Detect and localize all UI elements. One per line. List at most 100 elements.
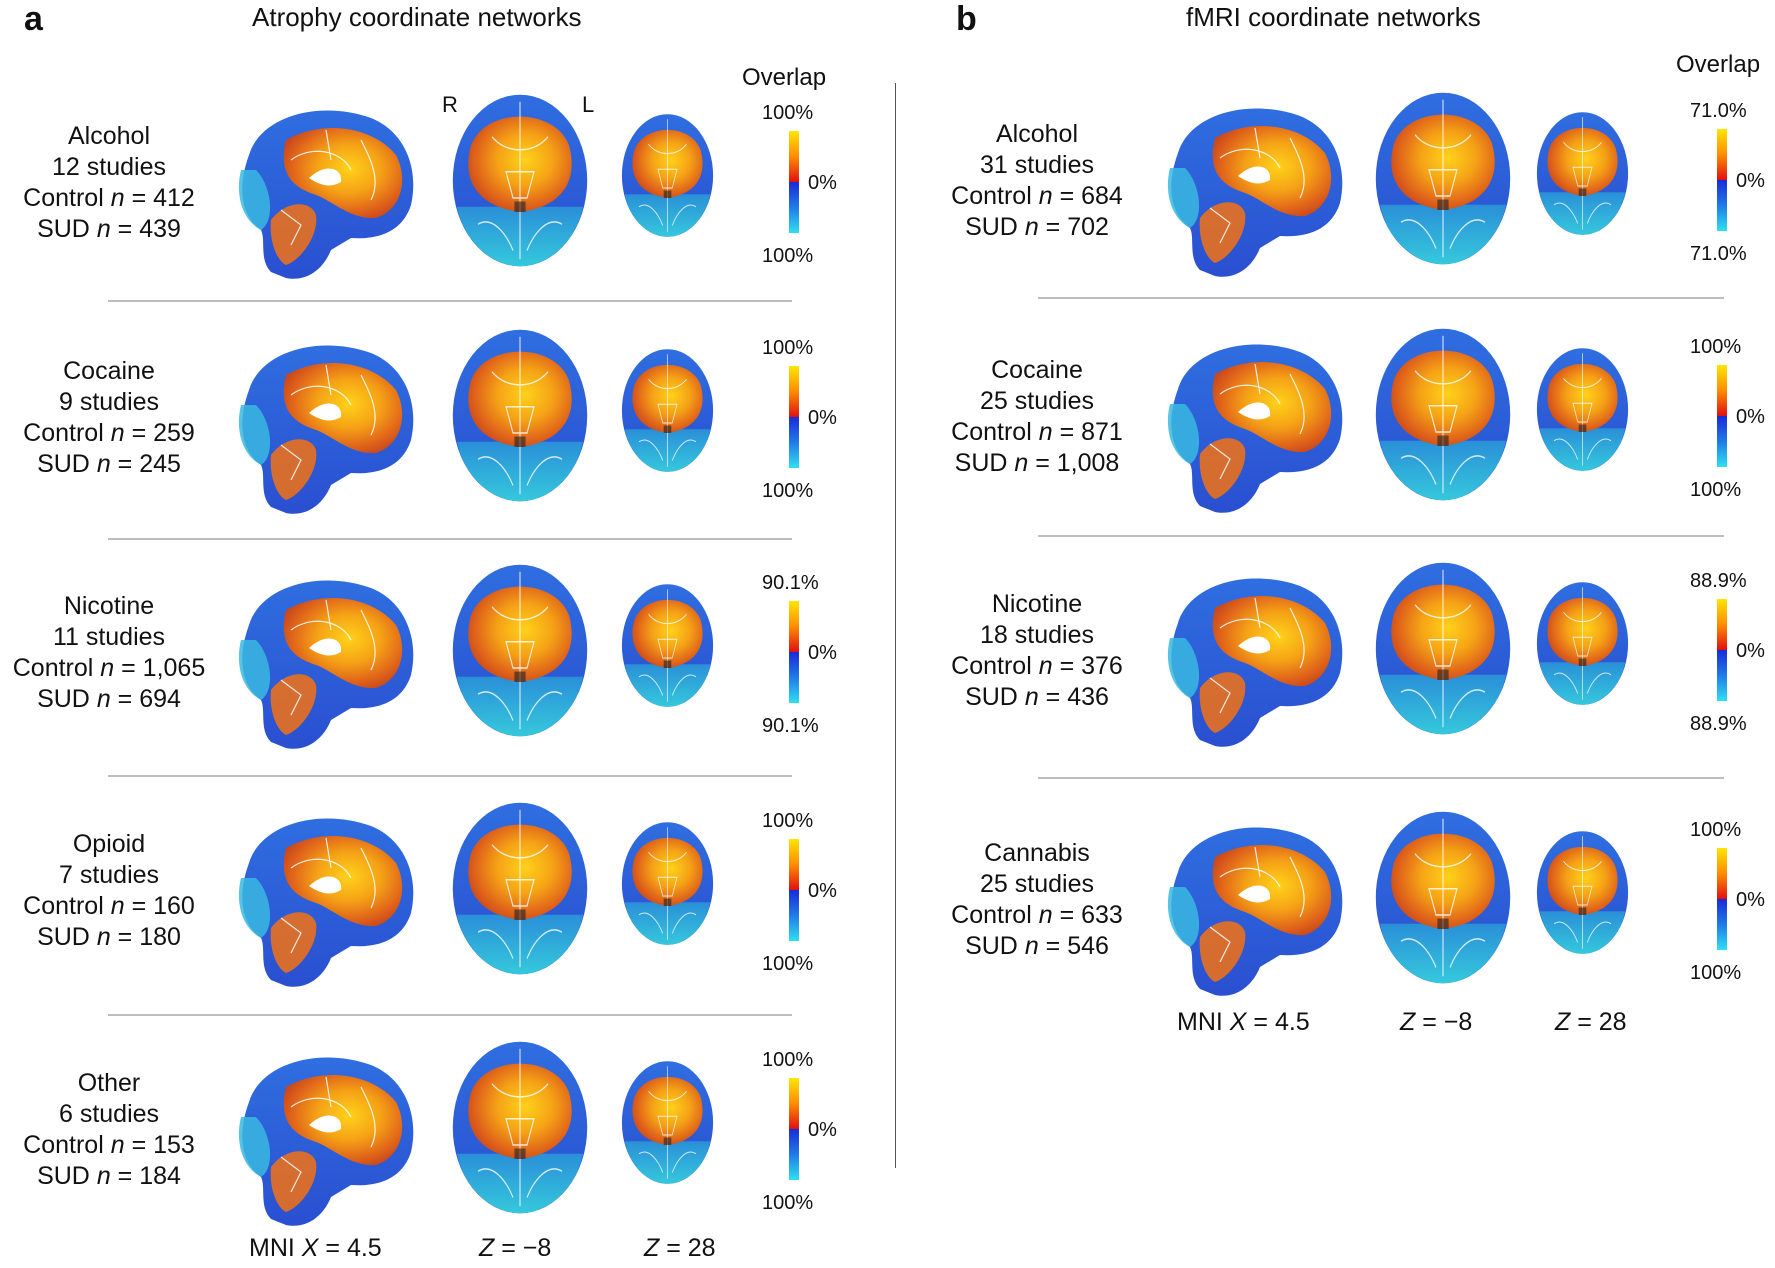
brainstem-region (270, 1151, 317, 1212)
sagittal-slice-other (238, 1057, 414, 1226)
axial-network-outline (638, 589, 697, 702)
row-separator (1038, 777, 1724, 779)
axial-network-outline (1400, 818, 1486, 977)
sagittal-slice-alcohol (1167, 108, 1343, 277)
substance-name: Cannabis (984, 839, 1090, 867)
substance-name: Cocaine (63, 357, 155, 385)
brainstem-region (270, 204, 317, 265)
axial-slice-z-8-cocaine (452, 329, 588, 502)
study-count: 18 studies (980, 621, 1094, 649)
panel-divider (895, 83, 896, 1168)
colorbar-top-label: 100% (762, 102, 814, 124)
ventricle (1238, 885, 1271, 903)
brainstem-region (270, 439, 317, 500)
cerebellum-region (238, 640, 271, 700)
row-separator (108, 1014, 792, 1016)
colorbar-zero-label: 0% (1736, 406, 1765, 428)
panel-b-overlap-label: Overlap (1676, 51, 1761, 78)
colorbar-zero-label: 0% (1736, 889, 1765, 911)
substance-name: Nicotine (991, 590, 1083, 618)
panel-b-coord-x: MNI X = 4.5 (1177, 1008, 1310, 1036)
axial-slice-z28-alcohol (621, 114, 714, 237)
midbrain-mark (1437, 669, 1449, 680)
ventricle (1238, 636, 1271, 654)
colorbar-nicotine (789, 601, 799, 703)
midbrain-mark (514, 909, 526, 920)
panel-b-coord-z1: Z = −8 (1400, 1008, 1473, 1036)
midbrain-mark (514, 1148, 526, 1159)
panel-a-title: Atrophy coordinate networks (252, 2, 582, 32)
study-count: 25 studies (980, 870, 1094, 898)
panel-b-coord-z2: Z = 28 (1555, 1008, 1627, 1036)
cerebellum-region (1167, 638, 1200, 698)
colorbar-fill (1717, 129, 1727, 231)
orientation-left-label: L (582, 92, 595, 117)
ventricle (309, 1115, 342, 1133)
colorbar-zero-label: 0% (808, 880, 837, 902)
axial-slice-z28-nicotine (1536, 582, 1629, 705)
colorbar-fill (1717, 848, 1727, 950)
axial-slice-z28-other (621, 1061, 714, 1184)
colorbar-top-label: 71.0% (1690, 100, 1747, 122)
colorbar-top-label: 100% (1690, 336, 1742, 358)
midbrain-mark (1437, 918, 1449, 929)
colorbar-bottom-label: 90.1% (762, 715, 819, 737)
panel-a-coord-z2: Z = 28 (644, 1234, 716, 1262)
sagittal-slice-opioid (238, 818, 414, 987)
control-n: Control n = 1,065 (12, 654, 206, 682)
row-separator (108, 300, 792, 302)
row-separator (108, 538, 792, 540)
midbrain-mark (1437, 435, 1449, 446)
axial-network-outline (477, 101, 563, 260)
midbrain-mark (1578, 907, 1587, 915)
axial-network-outline (638, 827, 697, 940)
axial-slice-z28-nicotine (621, 584, 714, 707)
substance-name: Nicotine (63, 592, 155, 620)
orientation-right-label: R (442, 92, 458, 117)
colorbar-fill (789, 366, 799, 468)
brainstem-region (1199, 921, 1246, 982)
cerebellum-region (238, 405, 271, 465)
ventricle (309, 168, 342, 186)
axial-network-outline (1553, 587, 1612, 700)
colorbar-alcohol (789, 131, 799, 233)
ventricle (1238, 166, 1271, 184)
network-outline (280, 599, 376, 716)
substance-name: Alcohol (996, 120, 1078, 148)
substance-name: Opioid (72, 830, 146, 858)
midbrain-mark (663, 425, 672, 433)
axial-slice-z28-cocaine (621, 349, 714, 472)
axial-network-outline (477, 571, 563, 730)
network-outline (1209, 127, 1305, 244)
midbrain-mark (514, 201, 526, 212)
ventricle (1238, 402, 1271, 420)
axial-network-outline (638, 354, 697, 467)
control-n: Control n = 153 (23, 1131, 195, 1159)
control-n: Control n = 160 (23, 892, 195, 920)
control-n: Control n = 259 (23, 419, 195, 447)
network-outline (1209, 597, 1305, 714)
network-outline (280, 364, 376, 481)
colorbar-zero-label: 0% (1736, 170, 1765, 192)
midbrain-mark (663, 898, 672, 906)
midbrain-mark (1437, 199, 1449, 210)
study-count: 31 studies (980, 151, 1094, 179)
substance-name: Cocaine (991, 356, 1083, 384)
cerebellum-region (238, 878, 271, 938)
cerebellum-region (238, 1117, 271, 1177)
network-outline (280, 129, 376, 246)
axial-slice-z-8-other (452, 1041, 588, 1214)
axial-network-outline (1553, 117, 1612, 230)
axial-slice-z28-cocaine (1536, 348, 1629, 471)
colorbar-top-label: 90.1% (762, 572, 819, 594)
axial-slice-z-8-cannabis (1375, 811, 1511, 984)
panel-a-coord-z1: Z = −8 (479, 1234, 552, 1262)
sud-n: SUD n = 546 (965, 932, 1109, 960)
